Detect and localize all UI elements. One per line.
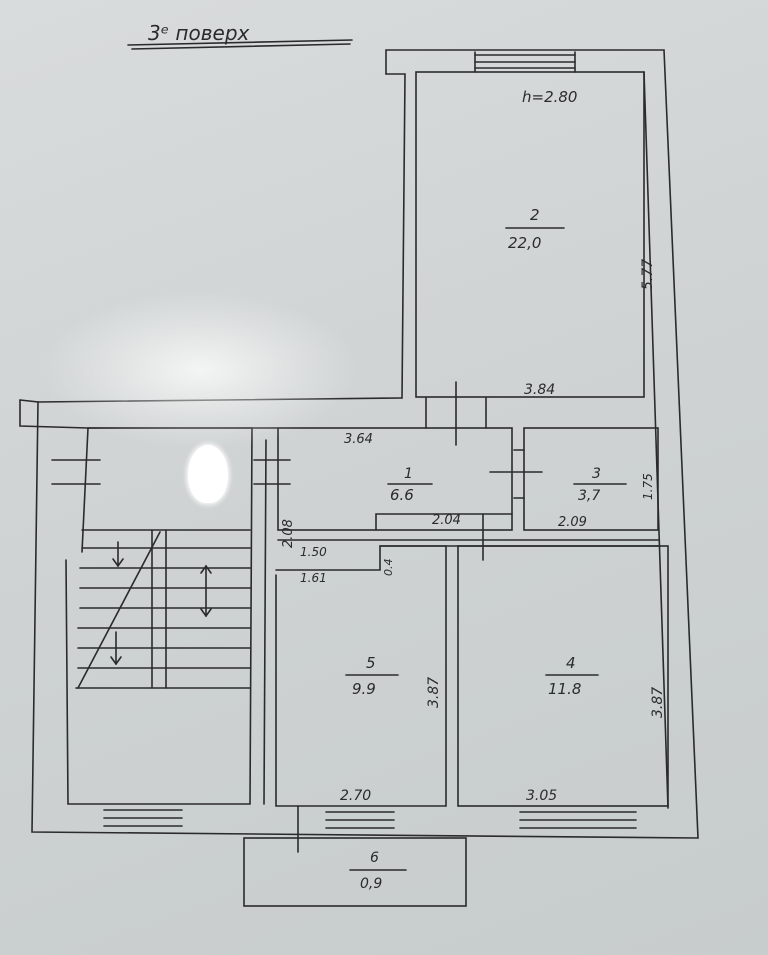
floor-title: 3ᵉ поверх [148,21,250,45]
room-1-notch [375,513,513,531]
room-3-number: 3 [592,466,601,482]
dim-room1-side: 2.08 [281,519,296,548]
outer-wall-inner [385,73,406,399]
room-6-area: 0,9 [360,876,382,892]
dim-room1-step-lower: 1.61 [300,571,327,585]
stair-north-wall-2 [37,397,403,403]
title-underline-2 [131,43,351,50]
dim-room1-width: 3.64 [344,432,373,447]
dim-room1-niche: 0.4 [382,559,395,577]
room-5-outline [275,545,447,807]
stair-arrow-down-2-head [110,656,122,666]
room-1-outline [277,427,513,531]
room-5-area: 9.9 [352,680,376,698]
dim-room1-step: 1.50 [300,545,327,559]
room-2-number: 2 [530,206,540,224]
room-5-number: 5 [366,654,376,672]
dim-room4-width: 3.05 [526,788,557,804]
room-2-area: 22,0 [508,234,541,252]
room-6-number: 6 [370,850,379,866]
stair-wall-right [263,439,267,805]
east-wall-inner [643,71,669,809]
dim-room2-width: 3.84 [524,382,555,398]
room-4-number: 4 [566,654,576,672]
room-2-outline [415,71,645,398]
dim-room1-bottom: 2.04 [432,513,461,528]
stair-arrow-updown-head-1 [200,564,212,574]
stair-steps [75,529,251,689]
white-blot [188,445,228,503]
room-1-area: 6.6 [390,486,414,504]
stair-arrow-down-head [112,558,124,568]
dim-room4-length: 3.87 [650,687,666,718]
dim-room5-width: 2.70 [340,788,371,804]
room-4-area: 11.8 [548,680,581,698]
room-1-number: 1 [404,466,413,482]
dim-room3-width: 2.09 [558,515,587,530]
room-6-outline [243,837,467,907]
dim-room2-length: 5.77 [640,259,656,290]
stair-north-wall [19,399,89,429]
stair-wall-left [81,427,89,553]
stair-arrow-updown-head-2 [200,608,212,618]
dim-room3-height: 1.75 [641,473,655,500]
title-underline [127,39,353,46]
room-3-outline [523,427,659,531]
outer-wall [19,49,699,839]
ceiling-height: h=2.80 [522,88,577,106]
room-3-area: 3,7 [578,488,600,504]
room-4-outline [457,545,669,807]
dim-room5-length: 3.87 [426,677,442,708]
